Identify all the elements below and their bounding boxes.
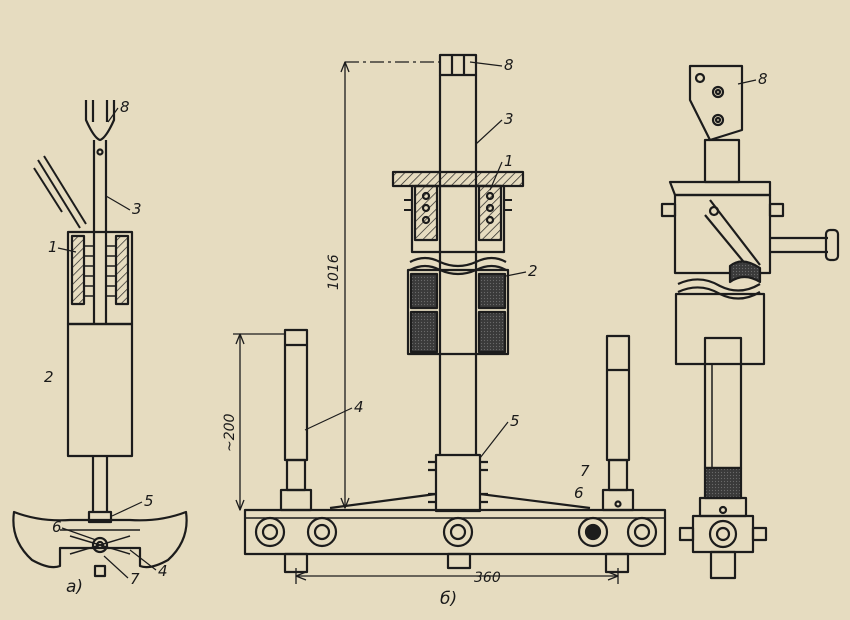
callout-b-3: 3 — [504, 110, 514, 128]
callout-a-4: 4 — [158, 562, 168, 580]
callout-b-7: 7 — [580, 462, 590, 480]
callout-a-8: 8 — [120, 98, 130, 116]
view-a-drawing — [12, 100, 188, 578]
callout-a-6: 6 — [52, 518, 62, 536]
callout-a-7: 7 — [130, 570, 140, 588]
dimension-leg: ~200 — [222, 413, 238, 452]
callout-a-5: 5 — [144, 492, 154, 510]
dimension-base: 360 — [474, 570, 501, 586]
side-view-drawing — [660, 64, 840, 580]
callout-b-8: 8 — [504, 56, 514, 74]
callout-b-6: 6 — [574, 484, 584, 502]
callout-a-2: 2 — [44, 368, 54, 386]
callout-a-1: 1 — [48, 238, 58, 256]
view-a-label: а) — [66, 577, 83, 597]
dimension-height: 1016 — [326, 254, 342, 290]
view-b-label: б) — [440, 589, 457, 609]
callout-a-3: 3 — [132, 200, 142, 218]
callout-b-5: 5 — [510, 412, 520, 430]
dimension-lines — [233, 61, 619, 584]
callout-b-2: 2 — [528, 262, 538, 280]
callout-b-4: 4 — [354, 398, 364, 416]
callout-b-1: 1 — [504, 152, 514, 170]
leader-lines — [57, 61, 757, 579]
view-b-drawing — [243, 53, 667, 574]
callout-side-8: 8 — [758, 70, 768, 88]
